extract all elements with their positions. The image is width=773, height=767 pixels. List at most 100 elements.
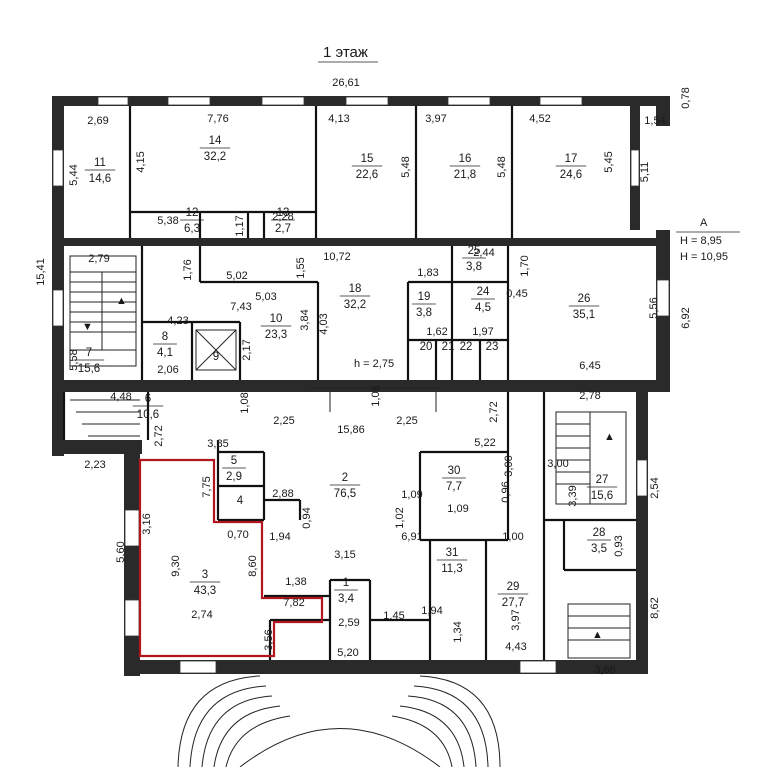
dimension-12: 5,48 (496, 156, 508, 177)
room-number-31: 31 (446, 547, 459, 559)
dimension-65: 1,09 (447, 503, 468, 515)
floor-title: 1 этаж (323, 44, 368, 61)
room-area-17: 24,6 (560, 169, 582, 181)
axis-h2: H = 10,95 (680, 251, 728, 263)
dimension-48: 2,78 (579, 390, 600, 402)
room-area-14: 32,2 (204, 151, 226, 163)
dimension-63: 1,94 (269, 531, 290, 543)
dimension-83: 1,34 (452, 621, 464, 642)
dimension-49: 2,72 (153, 425, 165, 446)
staircase-east: ▲ (555, 411, 627, 505)
dimension-86: 3,66 (594, 664, 615, 676)
dimension-56: 7,75 (201, 476, 213, 497)
dimension-5: 4,13 (328, 113, 349, 125)
dimension-67: 5,60 (115, 541, 127, 562)
room-number-24: 24 (477, 286, 490, 298)
dimension-59: 1,09 (401, 489, 422, 501)
room-number-26: 26 (578, 293, 591, 305)
corridor-wall-north (64, 238, 670, 246)
dimension-22: 5,02 (226, 270, 247, 282)
room-number-11: 11 (94, 157, 106, 169)
dimension-2: 0,78 (680, 87, 692, 108)
south-west-ledge (52, 440, 142, 454)
dimension-1: 26,61 (332, 77, 360, 89)
room-area-10: 23,3 (265, 329, 287, 341)
room-area-11: 14,6 (89, 173, 111, 185)
dimension-52: 3,00 (503, 455, 515, 476)
room-number-25: 25 (468, 245, 481, 257)
dimension-61: 3,16 (141, 513, 153, 534)
dimension-54: 3,00 (547, 458, 568, 470)
dimension-13: 5,45 (603, 151, 615, 172)
dimension-66: 3,39 (567, 485, 579, 506)
dimension-79: 1,94 (421, 605, 442, 617)
room-number-30: 30 (448, 465, 461, 477)
room-area-13: 2,7 (275, 223, 291, 235)
dimension-62: 0,70 (227, 529, 248, 541)
dimension-55: 2,54 (649, 477, 661, 498)
room-number-7: 7 (86, 347, 92, 359)
room-area-15: 22,6 (356, 169, 378, 181)
room-area-30: 7,7 (446, 481, 462, 493)
room-number-13: 13 (277, 207, 290, 219)
room-number-10: 10 (270, 313, 283, 325)
dimension-28: 5,03 (255, 291, 276, 303)
dimension-23: 1,55 (295, 257, 307, 278)
room-number-8: 8 (162, 331, 168, 343)
room-number-20: 20 (420, 341, 433, 353)
room-area-26: 35,1 (573, 309, 595, 321)
dimension-17: 2,28 (272, 211, 293, 223)
dimension-8: 1,54 (644, 115, 665, 127)
room-number-12: 12 (186, 207, 199, 219)
room-area-7: 15,6 (78, 363, 100, 375)
dimension-32: 4,03 (318, 313, 330, 334)
dimension-29: 4,23 (167, 315, 188, 327)
dimension-73: 0,93 (613, 535, 625, 556)
elevator (195, 329, 237, 371)
dimension-81: 8,62 (649, 597, 661, 618)
room-number-19: 19 (418, 291, 431, 303)
dimension-76: 7,82 (283, 597, 304, 609)
dimension-43: 2,25 (273, 415, 294, 427)
room-area-25: 3,8 (466, 261, 482, 273)
porch-steps (177, 675, 501, 767)
room-area-2: 76,5 (334, 488, 356, 500)
dimension-80: 3,97 (510, 609, 522, 630)
room-area-31: 11,3 (441, 563, 463, 575)
ceiling-height: h = 2,75 (354, 358, 394, 370)
svg-text:▲: ▲ (116, 295, 127, 307)
dimension-45: 1,05 (370, 385, 382, 406)
room-area-12: 6,3 (184, 223, 200, 235)
room-number-28: 28 (593, 527, 606, 539)
room-area-18: 32,2 (344, 299, 366, 311)
room-number-22: 22 (460, 341, 473, 353)
room-number-27: 27 (596, 474, 609, 486)
dimension-77: 2,59 (338, 617, 359, 629)
dimension-78: 1,45 (383, 610, 404, 622)
dimension-64: 1,02 (394, 507, 406, 528)
staircase-southeast: ▲ (567, 603, 631, 659)
outer-walls (52, 96, 670, 676)
dimension-39: 2,17 (241, 339, 253, 360)
room-number-16: 16 (459, 153, 472, 165)
room-area-19: 3,8 (416, 307, 432, 319)
dimension-15: 5,38 (157, 215, 178, 227)
highlight-room-3 (138, 458, 324, 658)
room-number-4: 4 (237, 495, 244, 507)
dimension-20: 10,72 (323, 251, 351, 263)
dimension-68: 9,30 (170, 555, 182, 576)
dimension-40: 6,45 (579, 360, 600, 372)
room-number-15: 15 (361, 153, 374, 165)
east-wall-lower (636, 392, 648, 674)
svg-text:▼: ▼ (82, 321, 93, 333)
room-number-2: 2 (342, 472, 348, 484)
room-number-23: 23 (486, 341, 499, 353)
dimension-44: 15,86 (337, 424, 365, 436)
dimension-60: 0,96 (500, 481, 512, 502)
dimension-85: 4,43 (505, 641, 526, 653)
room-number-9: 9 (213, 351, 219, 363)
staircase-west: ▲ ▼ (69, 255, 137, 367)
room-number-17: 17 (565, 153, 578, 165)
dimension-19: 2,79 (88, 253, 109, 265)
